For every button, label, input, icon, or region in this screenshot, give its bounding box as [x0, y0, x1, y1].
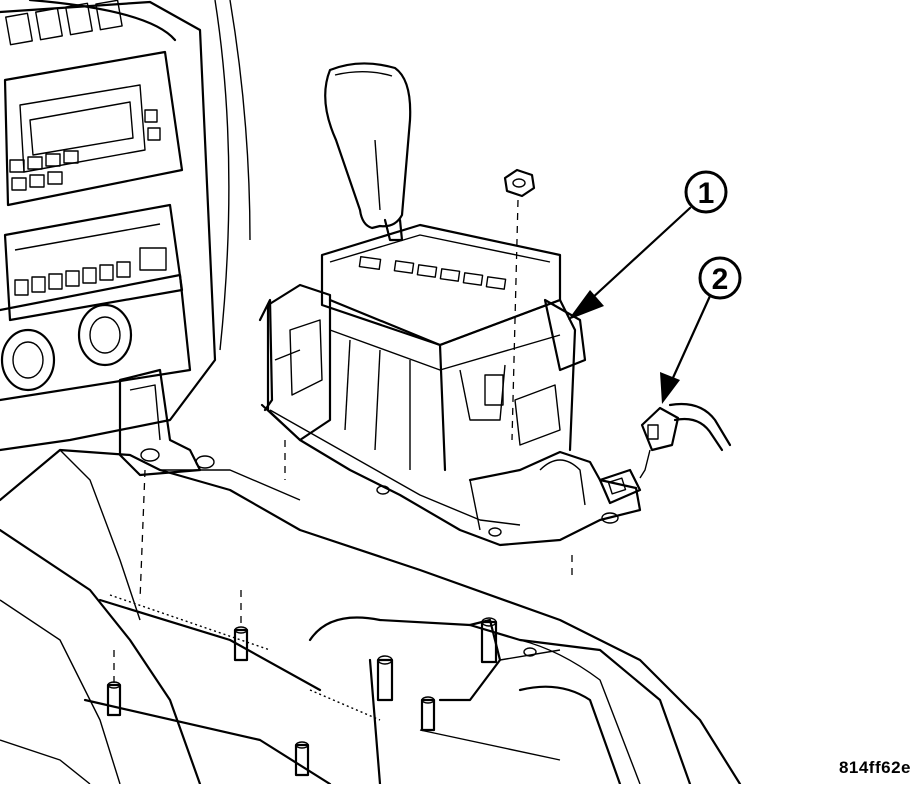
indicator-windows — [358, 255, 507, 290]
figure-id: 814ff62e — [838, 758, 911, 777]
floor-pan — [0, 368, 742, 786]
callout-1-label: 1 — [698, 177, 715, 210]
housing-connector — [598, 468, 642, 505]
instrument-panel — [0, 0, 251, 452]
mounting-studs — [106, 626, 436, 777]
wiring-connector — [639, 402, 732, 479]
mounting-nut — [503, 168, 536, 198]
shifter-assembly — [258, 62, 642, 547]
vent-buttons — [5, 0, 123, 46]
shift-knob — [324, 62, 412, 242]
radio-upper — [3, 50, 184, 207]
callout-2-label: 2 — [712, 263, 729, 296]
callout-1: 1 — [568, 170, 728, 320]
callout-2: 2 — [660, 256, 742, 404]
hvac-knobs — [0, 273, 192, 402]
